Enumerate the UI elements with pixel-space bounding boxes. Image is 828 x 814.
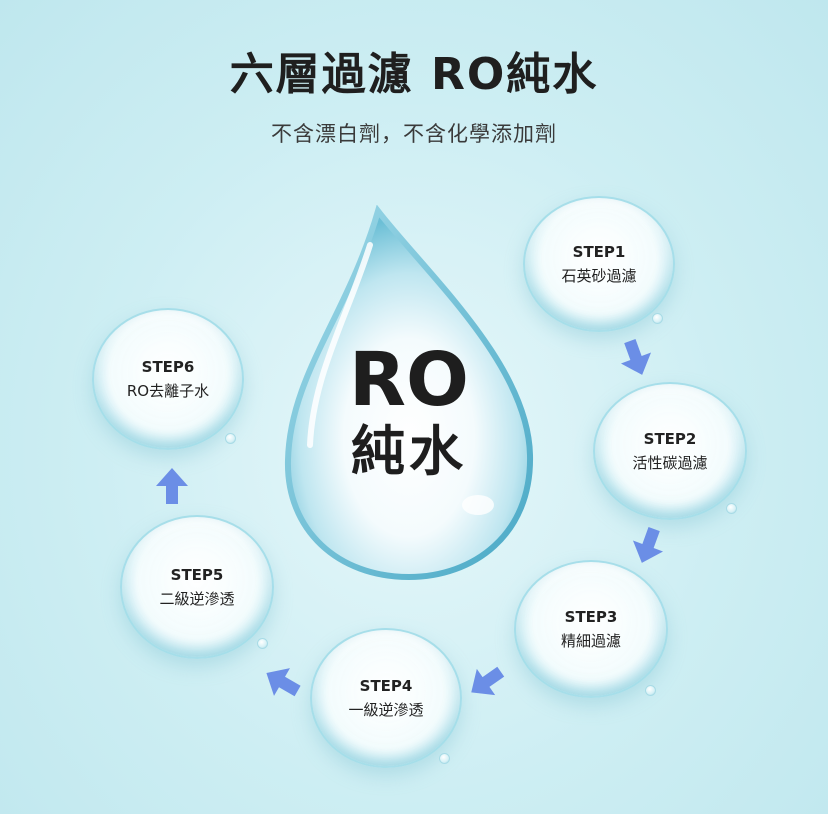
step-name: 一級逆滲透 <box>348 699 423 720</box>
step-number: STEP2 <box>644 430 697 448</box>
step-bubble-6: STEP6 RO去離子水 <box>92 308 244 450</box>
arrow-left-icon <box>466 662 506 702</box>
droplet-icon <box>225 433 236 444</box>
arrow-down-icon <box>616 338 656 378</box>
step-bubble-3: STEP3 精細過濾 <box>514 560 668 698</box>
drop-label-ro: RO <box>278 340 540 420</box>
step-number: STEP3 <box>565 608 618 626</box>
droplet-icon <box>439 753 450 764</box>
arrow-up-icon <box>152 466 192 506</box>
step-name: 石英砂過濾 <box>561 265 636 286</box>
droplet-icon <box>652 313 663 324</box>
step-bubble-2: STEP2 活性碳過濾 <box>593 382 747 520</box>
arrow-left-icon <box>262 662 302 702</box>
page-title: 六層過濾 RO純水 <box>0 38 828 102</box>
step-bubble-4: STEP4 一級逆滲透 <box>310 628 462 768</box>
step-number: STEP4 <box>360 677 413 695</box>
step-name: 活性碳過濾 <box>632 452 707 473</box>
step-number: STEP6 <box>142 358 195 376</box>
droplet-icon <box>257 638 268 649</box>
droplet-icon <box>726 503 737 514</box>
drop-label-pure-water: 純水 <box>278 420 540 484</box>
step-name: RO去離子水 <box>127 380 209 401</box>
droplet-icon <box>645 685 656 696</box>
step-name: 二級逆滲透 <box>159 588 234 609</box>
arrow-down-icon <box>628 526 668 566</box>
step-bubble-5: STEP5 二級逆滲透 <box>120 515 274 659</box>
page-subtitle: 不含漂白劑，不含化學添加劑 <box>0 118 828 148</box>
drop-label: RO 純水 <box>278 340 540 484</box>
step-number: STEP1 <box>573 243 626 261</box>
step-number: STEP5 <box>171 566 224 584</box>
step-name: 精細過濾 <box>561 630 621 651</box>
step-bubble-1: STEP1 石英砂過濾 <box>523 196 675 332</box>
